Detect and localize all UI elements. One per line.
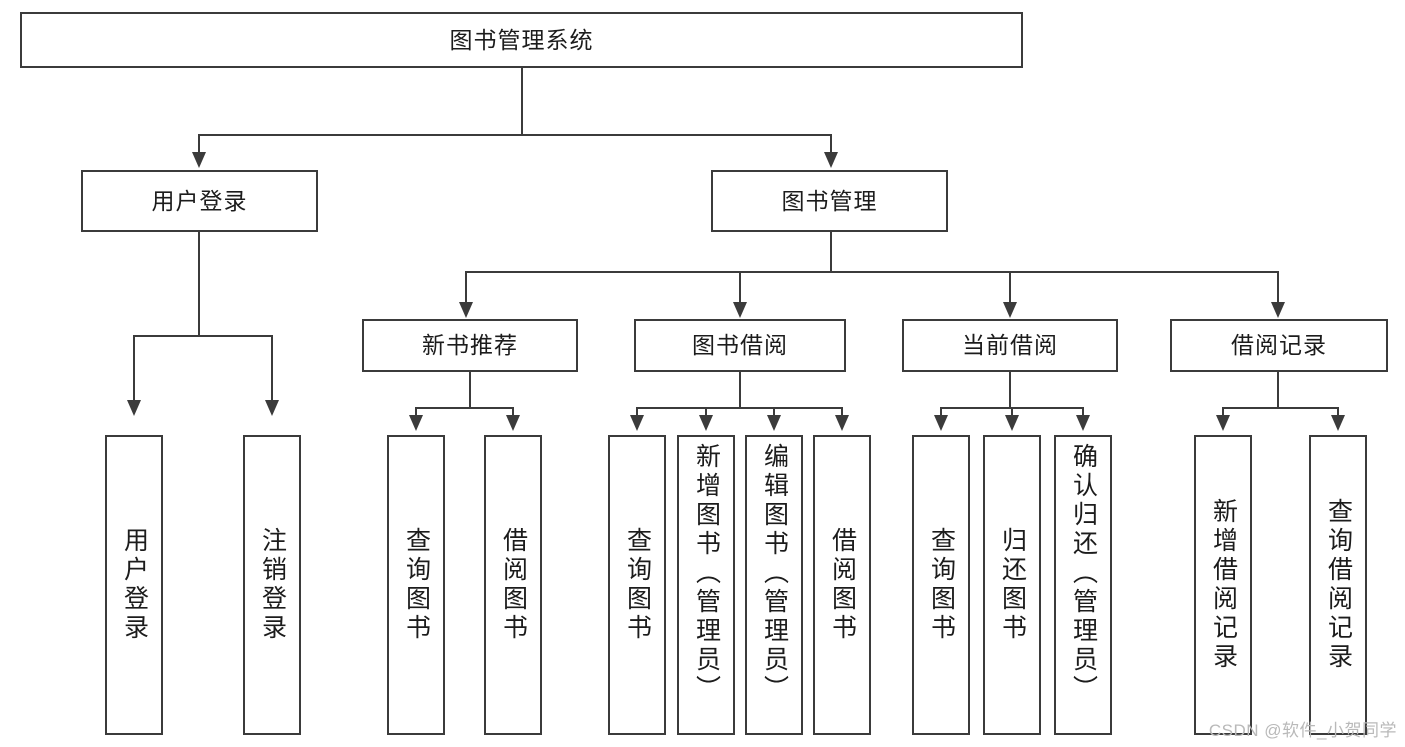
connector-level2-drop-user-login — [198, 134, 200, 154]
arrow-to-leaf-query-borrow-record — [1331, 415, 1345, 431]
node-label: 查询借阅记录 — [1324, 498, 1353, 672]
connector-user-login-bus — [133, 335, 271, 337]
connector-drop-leaf-logout — [271, 335, 273, 402]
arrow-to-leaf-borrow-book — [835, 415, 849, 431]
leaf-query-book-current[interactable]: 查询图书 — [912, 435, 970, 735]
node-label: 借阅图书 — [499, 527, 528, 643]
connector-drop-new-book-recommend — [465, 271, 467, 304]
arrow-to-leaf-return-book — [1005, 415, 1019, 431]
arrow-to-leaf-edit-book — [767, 415, 781, 431]
connector-root-stem — [521, 68, 523, 135]
arrow-to-leaf-query-book-current — [934, 415, 948, 431]
node-borrow-record[interactable]: 借阅记录 — [1170, 319, 1388, 372]
connector-drop-borrow-record — [1277, 271, 1279, 304]
arrow-to-leaf-logout — [265, 400, 279, 416]
leaf-add-book-admin[interactable]: 新增图书（管理员） — [677, 435, 735, 735]
connector-drop-leaf-edit-book — [773, 407, 775, 417]
node-label: 注销登录 — [258, 527, 287, 643]
connector-drop-leaf-user-login — [133, 335, 135, 402]
node-label: 新增图书（管理员） — [692, 443, 721, 704]
connector-new-book-recommend-stem — [469, 372, 471, 409]
connector-drop-leaf-add-book — [705, 407, 707, 417]
connector-drop-leaf-borrow-book — [841, 407, 843, 417]
connector-book-borrow-bus — [636, 407, 842, 409]
arrow-to-user-login — [192, 152, 206, 168]
connector-new-book-recommend-bus — [415, 407, 513, 409]
leaf-query-borrow-record[interactable]: 查询借阅记录 — [1309, 435, 1367, 735]
node-label: 图书借阅 — [692, 332, 788, 359]
node-label: 确认归还（管理员） — [1069, 443, 1098, 704]
node-label: 用户登录 — [151, 187, 248, 214]
connector-drop-leaf-borrow-book-recommend — [512, 407, 514, 417]
node-label: 用户登录 — [120, 527, 149, 643]
node-book-management[interactable]: 图书管理 — [711, 170, 948, 232]
node-label: 归还图书 — [998, 527, 1027, 643]
arrow-to-leaf-query-book-recommend — [409, 415, 423, 431]
node-label: 查询图书 — [623, 527, 652, 643]
arrow-to-leaf-borrow-book-recommend — [506, 415, 520, 431]
node-label: 借阅图书 — [828, 527, 857, 643]
connector-drop-leaf-query-book-recommend — [415, 407, 417, 417]
connector-drop-leaf-query-borrow-record — [1337, 407, 1339, 417]
node-current-borrow[interactable]: 当前借阅 — [902, 319, 1118, 372]
connector-drop-leaf-return-book — [1011, 407, 1013, 417]
connector-drop-current-borrow — [1009, 271, 1011, 304]
leaf-borrow-book-recommend[interactable]: 借阅图书 — [484, 435, 542, 735]
leaf-logout-login[interactable]: 注销登录 — [243, 435, 301, 735]
connector-drop-leaf-query-book-current — [940, 407, 942, 417]
arrow-to-leaf-query-book-borrow — [630, 415, 644, 431]
node-label: 编辑图书（管理员） — [760, 443, 789, 704]
node-label: 查询图书 — [927, 527, 956, 643]
node-label: 借阅记录 — [1231, 332, 1327, 359]
node-label: 当前借阅 — [962, 332, 1058, 359]
leaf-query-book-recommend[interactable]: 查询图书 — [387, 435, 445, 735]
watermark: CSDN @软件_小贺同学 — [1208, 721, 1397, 740]
node-book-management-system[interactable]: 图书管理系统 — [20, 12, 1023, 68]
connector-drop-leaf-query-book-borrow — [636, 407, 638, 417]
leaf-edit-book-admin[interactable]: 编辑图书（管理员） — [745, 435, 803, 735]
connector-book-borrow-stem — [739, 372, 741, 409]
arrow-to-leaf-add-borrow-record — [1216, 415, 1230, 431]
connector-drop-leaf-add-borrow-record — [1222, 407, 1224, 417]
node-label: 图书管理 — [781, 187, 878, 214]
connector-drop-book-borrow — [739, 271, 741, 304]
connector-borrow-record-bus — [1222, 407, 1338, 409]
leaf-add-borrow-record[interactable]: 新增借阅记录 — [1194, 435, 1252, 735]
node-new-book-recommend[interactable]: 新书推荐 — [362, 319, 578, 372]
connector-drop-leaf-confirm-return — [1082, 407, 1084, 417]
leaf-confirm-return-admin[interactable]: 确认归还（管理员） — [1054, 435, 1112, 735]
connector-borrow-record-stem — [1277, 372, 1279, 409]
connector-level2-bus — [198, 134, 832, 136]
arrow-to-leaf-user-login — [127, 400, 141, 416]
node-label: 新书推荐 — [422, 332, 518, 359]
arrow-to-current-borrow — [1003, 302, 1017, 318]
arrow-to-new-book-recommend — [459, 302, 473, 318]
node-label: 新增借阅记录 — [1209, 498, 1238, 672]
leaf-return-book[interactable]: 归还图书 — [983, 435, 1041, 735]
leaf-borrow-book[interactable]: 借阅图书 — [813, 435, 871, 735]
node-user-login[interactable]: 用户登录 — [81, 170, 318, 232]
arrow-to-leaf-add-book — [699, 415, 713, 431]
node-book-borrow[interactable]: 图书借阅 — [634, 319, 846, 372]
connector-book-management-stem — [830, 232, 832, 273]
leaf-user-login[interactable]: 用户登录 — [105, 435, 163, 735]
arrow-to-book-borrow — [733, 302, 747, 318]
node-label: 图书管理系统 — [449, 26, 594, 53]
connector-user-login-stem — [198, 232, 200, 336]
arrow-to-leaf-confirm-return — [1076, 415, 1090, 431]
node-label: 查询图书 — [402, 527, 431, 643]
arrow-to-borrow-record — [1271, 302, 1285, 318]
connector-level3-bus — [465, 271, 1277, 273]
connector-current-borrow-stem — [1009, 372, 1011, 409]
connector-level2-drop-book-management — [830, 134, 832, 154]
leaf-query-book-borrow[interactable]: 查询图书 — [608, 435, 666, 735]
arrow-to-book-management — [824, 152, 838, 168]
